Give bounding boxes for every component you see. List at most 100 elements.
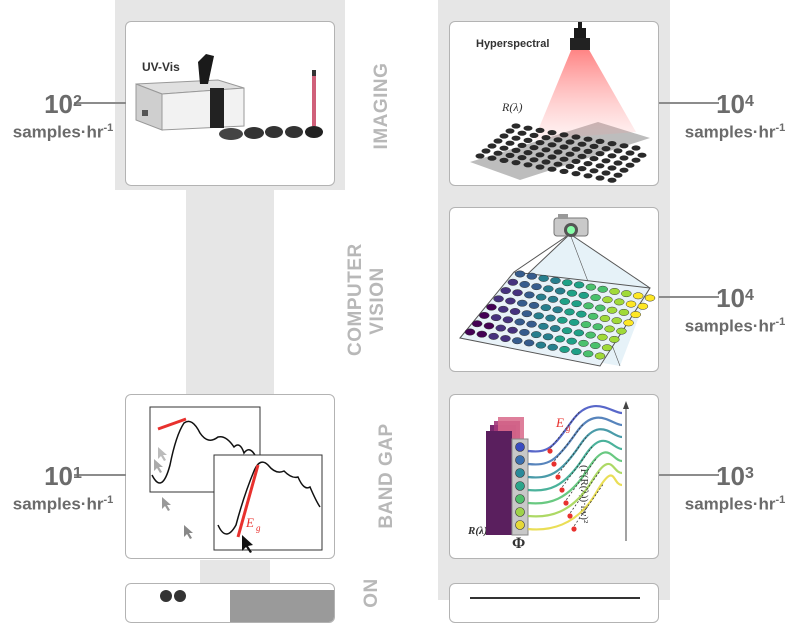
imaging-well: [613, 148, 623, 154]
imaging-well: [619, 155, 629, 161]
imaging-well: [577, 141, 587, 147]
vision-well: [507, 278, 519, 286]
imaging-well: [559, 132, 569, 138]
vision-well: [578, 339, 589, 347]
vision-well: [576, 310, 587, 318]
imaging-well: [559, 156, 569, 162]
imaging-well: [511, 160, 521, 166]
imaging-well: [505, 140, 515, 146]
vision-well: [523, 339, 535, 347]
imaging-well: [487, 143, 497, 149]
vision-rate-connector: [659, 296, 719, 298]
vision-well: [609, 288, 620, 295]
imaging-well: [571, 158, 581, 164]
computer-vision-panel: [449, 207, 659, 372]
uvvis-panel: UV-Vis: [125, 21, 335, 186]
vision-well: [531, 283, 542, 291]
imaging-well: [541, 135, 551, 141]
next-right-panel-partial: [449, 583, 659, 623]
vision-well: [549, 325, 561, 332]
vision-well: [521, 310, 533, 318]
imaging-well: [583, 136, 593, 142]
vision-well: [500, 287, 511, 295]
fit-line: [571, 482, 605, 530]
uvvis-rate-connector: [74, 102, 126, 104]
imaging-well: [589, 143, 599, 149]
imaging-rate-connector: [659, 102, 719, 104]
vision-well: [557, 316, 568, 324]
manual-bandgap-throughput: 101 samples·hr-1: [12, 461, 114, 514]
bandgap-point: [547, 448, 553, 454]
vision-well: [552, 306, 563, 314]
imaging-well: [553, 137, 563, 143]
vision-well: [595, 304, 606, 312]
phi-sample-dot: [515, 494, 525, 504]
vision-well: [559, 346, 570, 353]
imaging-well: [511, 147, 521, 153]
vision-well: [571, 300, 582, 308]
imaging-well: [517, 142, 527, 148]
uvvis-throughput: 102 samples·hr-1: [12, 89, 114, 142]
bandgap-point: [551, 461, 557, 467]
vision-well: [490, 314, 502, 322]
bandgap-point: [555, 474, 561, 480]
vision-well: [559, 298, 571, 305]
vision-well: [609, 335, 620, 343]
fit-line: [559, 446, 593, 491]
vision-well: [611, 317, 623, 325]
imaging-well: [589, 168, 599, 174]
imaging-illustration: [470, 22, 650, 183]
vision-well: [507, 326, 518, 334]
phi-label: Φ: [512, 535, 526, 552]
vision-well: [587, 312, 599, 320]
manual-eg-symbol: E: [245, 515, 254, 530]
imaging-well: [589, 156, 599, 162]
vision-well: [545, 314, 556, 322]
vision-well: [632, 292, 644, 300]
imaging-well: [493, 150, 503, 156]
imaging-well: [523, 125, 533, 131]
imaging-well: [547, 154, 557, 160]
vision-well: [512, 337, 523, 345]
vision-well: [613, 298, 625, 306]
vision-well: [535, 341, 547, 349]
imaging-well: [595, 175, 605, 181]
section-label-band-gap: BAND GAP: [376, 423, 397, 529]
imaging-well: [613, 172, 623, 178]
imaging-well: [559, 144, 569, 150]
uvvis-label: UV-Vis: [142, 60, 180, 74]
phi-sample-dot: [515, 481, 525, 491]
vision-well: [594, 352, 606, 360]
fit-line: [567, 470, 601, 517]
vision-well: [540, 304, 552, 312]
imaging-well: [535, 140, 545, 146]
imaging-well: [583, 161, 593, 167]
imaging-well: [553, 149, 563, 155]
phi-sample-dot: [515, 468, 525, 478]
vision-well: [476, 330, 488, 338]
imaging-well: [625, 162, 635, 168]
fit-curve: [527, 474, 623, 531]
imaging-well: [583, 148, 593, 154]
vision-well: [514, 270, 526, 278]
section-label-imaging: IMAGING: [371, 62, 392, 150]
imaging-well: [547, 142, 557, 148]
vision-well: [543, 285, 554, 293]
imaging-well: [499, 157, 509, 163]
vision-well: [637, 302, 649, 310]
imaging-well: [571, 146, 581, 152]
imaging-well: [565, 151, 575, 157]
vision-well: [592, 323, 604, 331]
vision-well: [602, 296, 613, 304]
vision-well: [585, 331, 596, 339]
manual-rate-connector: [74, 474, 126, 476]
vision-well: [582, 350, 594, 358]
imaging-well: [499, 145, 509, 151]
bandgap-point: [567, 513, 573, 519]
vision-well: [599, 315, 611, 322]
vision-well: [516, 299, 528, 307]
hyperspectral-label: Hyperspectral: [476, 38, 550, 50]
auto-bandgap-panel: R(λ) Φ (F(R(λ))·hν)² E g: [449, 394, 659, 559]
imaging-well: [607, 165, 617, 171]
